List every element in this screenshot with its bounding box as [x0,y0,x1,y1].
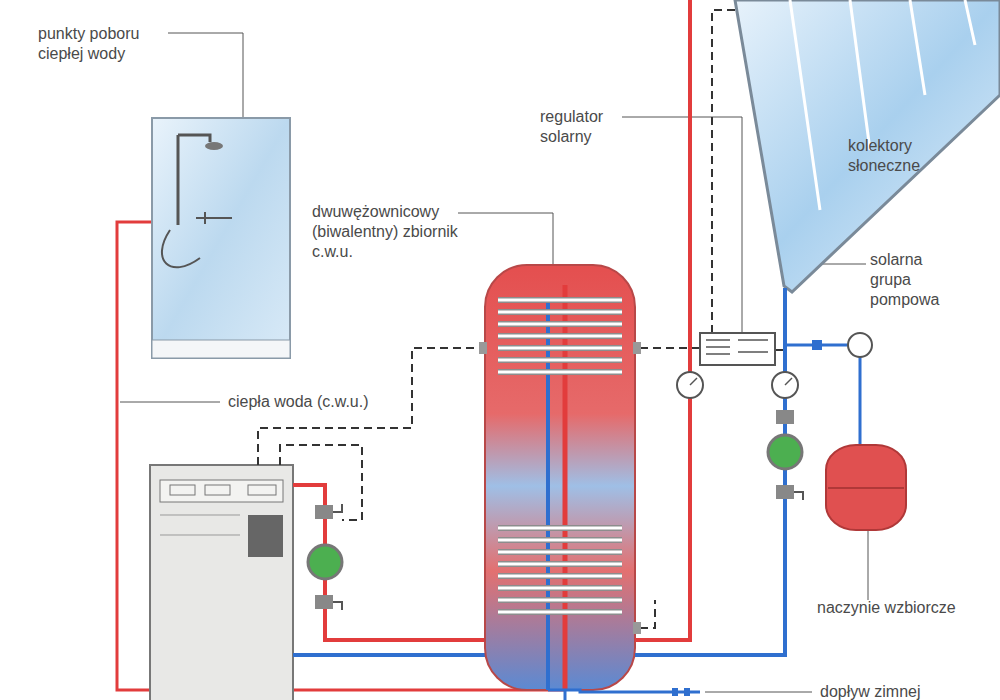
sensor [633,342,641,354]
valve [333,602,342,610]
boiler-panel [160,480,283,502]
callout-label: dopływ zimnej [820,682,980,700]
thermometer [785,378,792,385]
control-wire [712,10,735,333]
solar-collector [735,0,1000,292]
shower-tray [152,340,290,358]
control-wire [640,600,655,628]
solar-supply-pipe [635,0,690,640]
shower-rail [178,135,210,225]
callout-label: solarna grupa pompowa [870,250,962,310]
solar-pump [768,435,802,469]
expansion-vessel [826,445,906,530]
sensor [479,342,487,354]
upper-coil [498,300,622,372]
boiler-return-pipe [293,653,492,657]
leader-line [168,33,243,120]
valve [315,595,333,609]
boiler-detail [160,515,240,535]
valve [794,492,803,500]
solar-return-pipe [635,288,785,655]
valve [333,504,342,512]
leader-line [458,213,553,268]
valve [776,410,794,424]
leader-line [622,117,742,333]
expansion-pipe [785,345,860,445]
valve [315,505,333,519]
leader-line [120,402,220,403]
lower-coil [498,528,622,612]
thermometer [690,378,697,385]
vessel-seam [828,487,904,489]
boiler-panel [205,485,230,495]
collector-ribs [790,0,975,210]
valve [776,485,794,499]
callout-label: kolektory słoneczne [848,136,948,176]
boiler-supply-pipe [293,485,492,640]
shower-cabin [152,118,290,358]
manometer [848,333,872,357]
leader-line [705,692,812,693]
callout-label: dwuwężownicowy (biwalentny) zbiornik c.w… [312,202,480,262]
boiler-panel [170,485,195,495]
control-wire [280,445,362,520]
fitting [672,688,678,696]
boiler-display [248,515,283,557]
shower-mixer [162,212,232,267]
thermometer [677,372,703,398]
shower-head [205,142,223,150]
callout-label: regulator solarny [540,107,620,147]
boiler-pump [308,545,342,579]
fitting [684,688,690,696]
upper-coil [498,300,622,372]
sensor [633,622,641,634]
boiler [150,465,293,700]
lower-coil [498,528,622,612]
thermometer [772,372,798,398]
fitting [812,340,822,350]
callout-label: naczynie wzbiorcze [817,598,997,618]
solar-controller [700,333,775,365]
callout-label: ciepła woda (c.w.u.) [228,392,428,412]
storage-tank [485,265,635,690]
callout-label: punkty poboru ciepłej wody [38,24,156,64]
boiler-panel [248,485,276,495]
controller-detail [706,340,768,354]
leader-line [868,530,869,600]
